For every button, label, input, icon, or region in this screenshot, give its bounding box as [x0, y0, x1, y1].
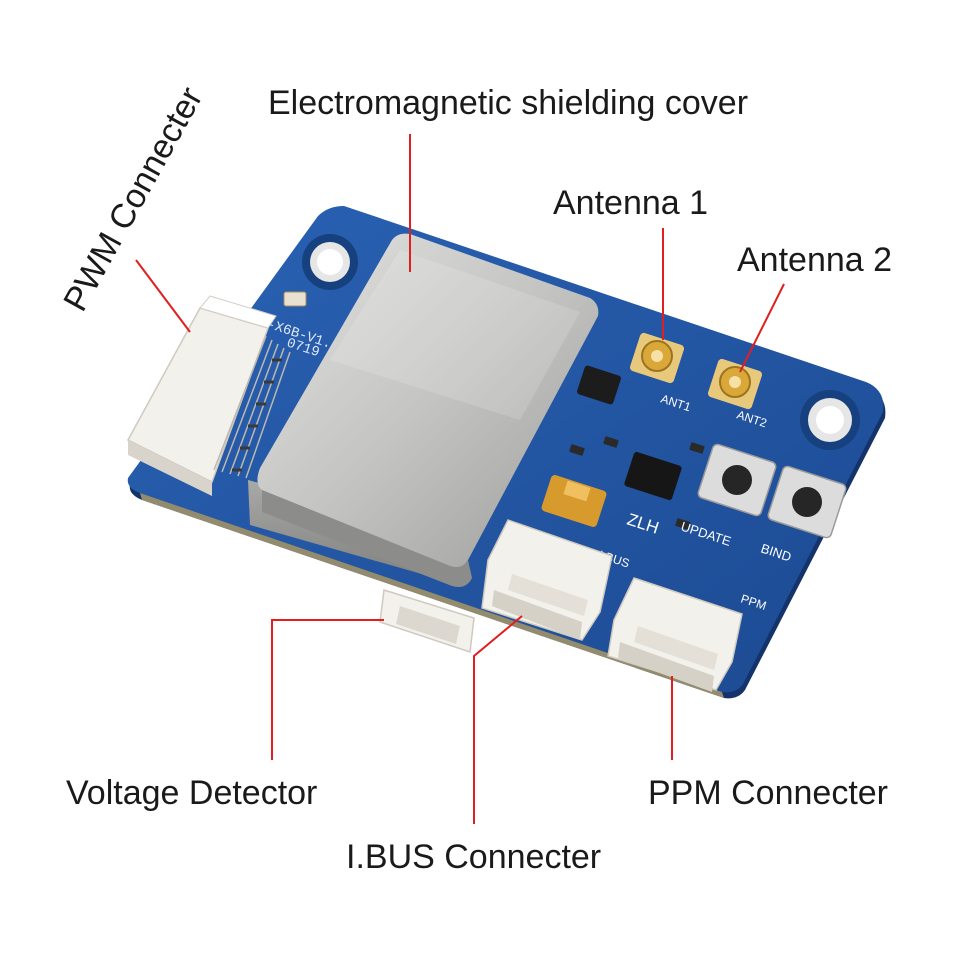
update-button: [697, 443, 777, 517]
label-antenna-1: Antenna 1: [553, 184, 709, 222]
voltage-detector-connector: [379, 589, 475, 654]
leader-lines: [135, 134, 785, 824]
label-antenna-2: Antenna 2: [737, 241, 893, 279]
tantalum-capacitor: [541, 475, 607, 527]
mount-hole-top-left: [302, 234, 358, 290]
leader-ibus: [473, 615, 523, 824]
label-ppm-connecter: PPM Connecter: [648, 774, 888, 812]
ic-chip-regulator: [624, 451, 682, 501]
label-ibus-connecter: I.BUS Connecter: [346, 838, 602, 876]
status-led: [283, 291, 307, 307]
leader-pwm: [135, 259, 191, 333]
shielding-cover: [248, 233, 599, 587]
mount-hole-right: [800, 390, 860, 450]
label-shielding-cover: Electromagnetic shielding cover: [268, 84, 749, 122]
antenna-1-socket: [629, 332, 685, 384]
leader-antenna2: [739, 283, 785, 373]
bind-button: [767, 465, 847, 539]
ppm-connector: [607, 577, 743, 692]
leader-voltage: [271, 619, 384, 760]
pwm-connector: [126, 295, 291, 496]
label-voltage-detector: Voltage Detector: [66, 774, 318, 812]
ibus-connector: [481, 519, 613, 641]
antenna-2-socket: [707, 358, 763, 410]
ic-chip-small: [577, 365, 621, 405]
